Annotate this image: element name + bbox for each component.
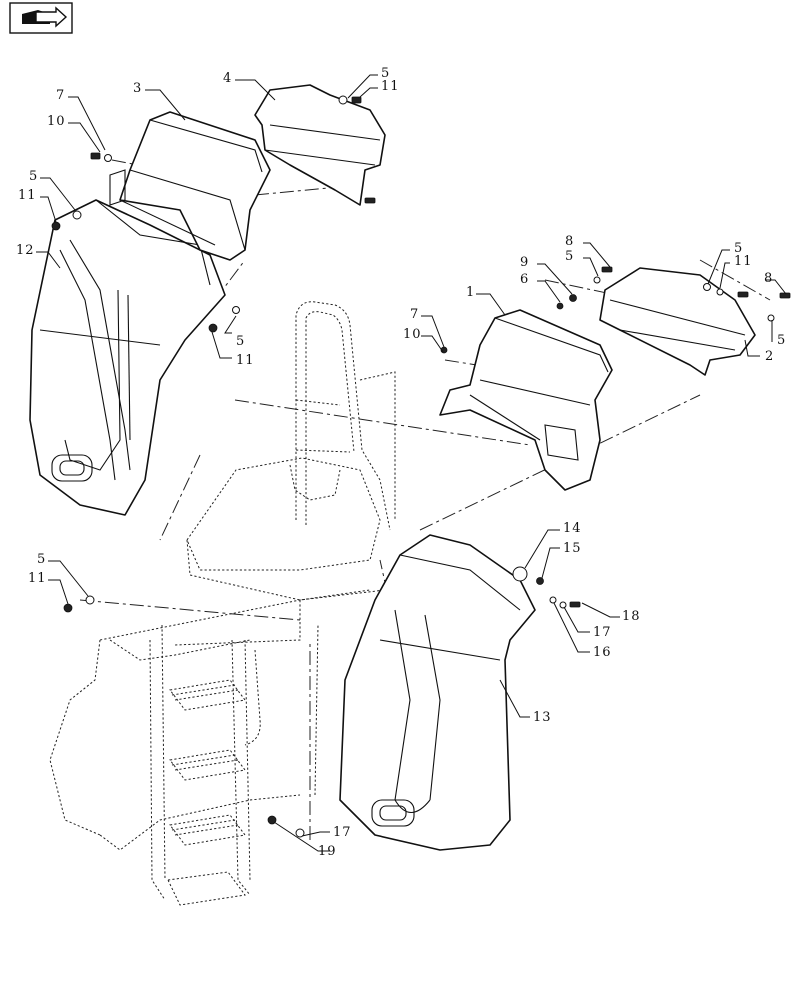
callout-7: 7 (56, 88, 65, 103)
callout-5: 5 (236, 334, 245, 349)
callout-19: 19 (318, 844, 337, 859)
callout-5: 5 (381, 66, 390, 81)
callout-16: 16 (593, 645, 612, 660)
callout-labels: 3 4 5 11 7 10 5 11 12 5 11 8 5 9 6 5 11 … (16, 66, 786, 859)
callout-5: 5 (565, 249, 574, 264)
callout-10: 10 (403, 327, 422, 342)
callout-18: 18 (622, 609, 641, 624)
callout-8: 8 (565, 234, 574, 249)
callout-13: 13 (533, 710, 552, 725)
callout-7: 7 (410, 307, 419, 322)
callout-5: 5 (37, 552, 46, 567)
callout-11: 11 (734, 254, 753, 269)
right-fender[interactable] (339, 534, 536, 851)
right-bracket[interactable] (599, 267, 756, 376)
callout-5: 5 (734, 241, 743, 256)
callout-1: 1 (466, 285, 475, 300)
callout-4: 4 (223, 71, 232, 86)
callout-10: 10 (47, 114, 66, 129)
callout-15: 15 (563, 541, 582, 556)
handrail-outline (295, 301, 396, 531)
left-fender[interactable] (29, 199, 226, 516)
callout-17: 17 (333, 825, 352, 840)
callout-5: 5 (29, 169, 38, 184)
callout-12: 12 (16, 243, 35, 258)
fasteners (51, 95, 791, 838)
callout-11: 11 (18, 188, 37, 203)
callout-17: 17 (593, 625, 612, 640)
book-arrow-icon[interactable] (9, 2, 73, 34)
callout-14: 14 (563, 521, 582, 536)
left-fender-top[interactable] (109, 111, 271, 261)
right-fender-top[interactable] (439, 309, 613, 491)
leader-lines (36, 74, 787, 852)
cab-platform-outline (49, 457, 386, 851)
callout-6: 6 (520, 272, 529, 287)
callout-11: 11 (28, 571, 47, 586)
callout-9: 9 (520, 255, 529, 270)
callout-2: 2 (765, 349, 774, 364)
callout-8: 8 (764, 271, 773, 286)
ladder-outline (149, 624, 261, 906)
callout-3: 3 (133, 81, 142, 96)
left-bracket[interactable] (254, 84, 386, 206)
callout-5: 5 (777, 333, 786, 348)
callout-11: 11 (381, 79, 400, 94)
callout-11: 11 (236, 353, 255, 368)
